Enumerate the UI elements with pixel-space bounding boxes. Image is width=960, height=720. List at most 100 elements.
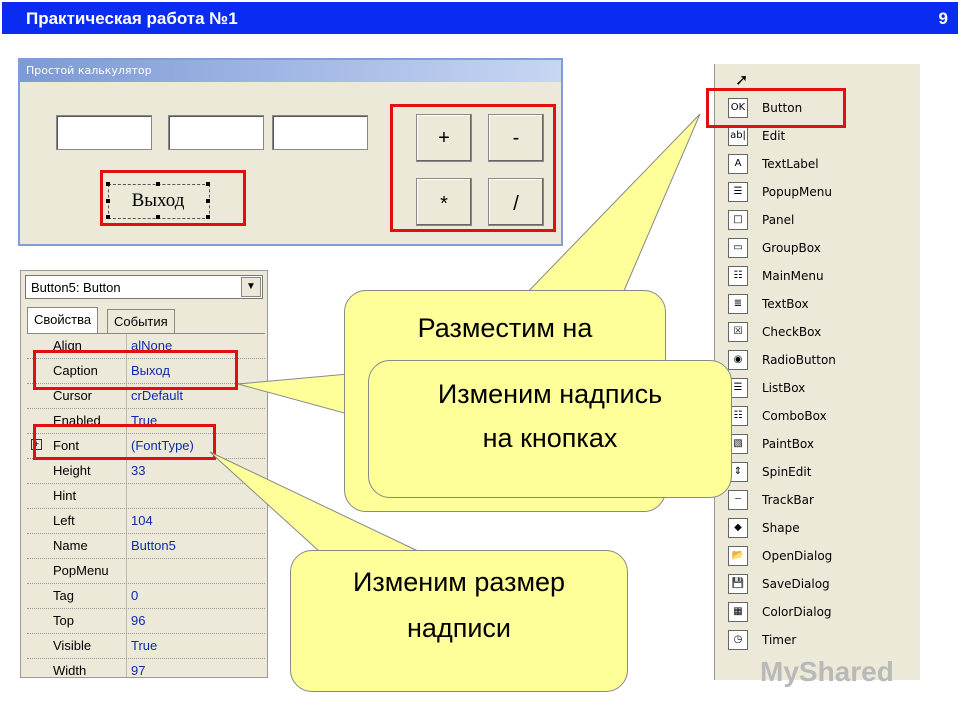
radio-button-icon: ◉ (728, 350, 748, 370)
slide-header: Практическая работа №1 9 (2, 2, 958, 34)
pointer-icon[interactable]: ➚ (735, 72, 749, 89)
property-value: Button5 (131, 538, 176, 553)
window-titlebar[interactable]: Простой калькулятор (20, 60, 561, 82)
resize-handle[interactable] (206, 199, 210, 203)
palette-item-label: SpinEdit (762, 465, 812, 479)
result-field[interactable] (272, 115, 368, 150)
property-value: 97 (131, 663, 146, 678)
property-name: Width (53, 663, 87, 678)
resize-handle[interactable] (206, 215, 210, 219)
property-value: (FontType) (131, 438, 194, 453)
palette-item-label: PaintBox (762, 437, 815, 451)
chevron-down-icon[interactable]: ▼ (241, 277, 261, 297)
tab-events[interactable]: События (107, 309, 175, 333)
property-value: 104 (131, 513, 153, 528)
exit-button-highlight (100, 170, 246, 226)
property-name: Left (53, 513, 75, 528)
plus-button[interactable]: + (416, 114, 472, 162)
property-row[interactable]: Hint (27, 484, 265, 509)
calculator-window: Простой калькулятор Выход + - * / (18, 58, 563, 246)
property-name: Visible (53, 638, 92, 653)
property-name: Caption (53, 363, 98, 378)
property-value: Выход (131, 363, 170, 378)
property-row[interactable]: Cursor crDefault (27, 384, 265, 409)
tab-properties[interactable]: Свойства (27, 307, 99, 333)
exit-button[interactable]: Выход (110, 184, 206, 218)
palette-item-label: Panel (762, 213, 795, 227)
button-component-highlight (706, 88, 846, 128)
property-row[interactable]: Tag 0 (27, 584, 265, 609)
property-row[interactable]: Left 104 (27, 509, 265, 534)
palette-item-label: RadioButton (762, 353, 836, 367)
text-box-icon: ≣ (728, 294, 748, 314)
component-selector-value: Button5: Button (31, 280, 121, 295)
popup-menu-icon: ☰ (728, 182, 748, 202)
property-name: PopMenu (53, 563, 109, 578)
callout-size-line1: Изменим размер (352, 567, 566, 597)
property-name: Tag (53, 588, 74, 603)
palette-item-label: Timer (762, 633, 797, 647)
track-bar-icon: ┄ (728, 490, 748, 510)
callout-size-line2: надписи (407, 613, 511, 643)
palette-item-label: ComboBox (762, 409, 827, 423)
resize-handle[interactable] (156, 215, 160, 219)
resize-handle[interactable] (156, 182, 160, 186)
save-dialog-icon: 💾 (728, 574, 748, 594)
resize-handle[interactable] (106, 182, 110, 186)
shape-icon: ◆ (728, 518, 748, 538)
caption-property-highlight (33, 350, 238, 390)
edit-icon: ab| (728, 126, 748, 146)
resize-handle[interactable] (106, 199, 110, 203)
operation-buttons-highlight (390, 104, 556, 232)
resize-handle[interactable] (206, 182, 210, 186)
property-value: alNone (131, 338, 173, 353)
watermark: MyShared (760, 656, 894, 687)
palette-item-label: Shape (762, 521, 800, 535)
window-title: Простой калькулятор (26, 64, 152, 77)
callout-caption-line1: Изменим надпись (437, 379, 663, 409)
component-selector[interactable]: Button5: Button ▼ (25, 275, 263, 299)
palette-item-label: GroupBox (762, 241, 821, 255)
ok-button-icon: OK (728, 98, 748, 118)
expand-icon[interactable]: + (31, 439, 42, 450)
open-dialog-icon: 📂 (728, 546, 748, 566)
page-number: 9 (938, 9, 948, 28)
palette-item-label: PopupMenu (762, 185, 832, 199)
callout-size: Изменим размер надписи (290, 550, 628, 692)
palette-item-label: TextLabel (762, 157, 819, 171)
property-row[interactable]: Caption Выход (27, 359, 265, 384)
property-name: Cursor (53, 388, 93, 403)
property-value: 96 (131, 613, 146, 628)
property-row[interactable]: PopMenu (27, 559, 265, 584)
callout-caption-line2: на кнопках (482, 423, 618, 453)
palette-item-label: SaveDialog (762, 577, 830, 591)
resize-handle[interactable] (106, 215, 110, 219)
operand2-field[interactable] (168, 115, 264, 150)
palette-item-label: Edit (762, 129, 786, 143)
text-label-icon: A (728, 154, 748, 174)
palette-item-label: ListBox (762, 381, 806, 395)
object-inspector: Button5: Button ▼ Свойства События Align… (20, 270, 268, 678)
property-value: 0 (131, 588, 139, 603)
palette-item-label: ColorDialog (762, 605, 832, 619)
operand1-field[interactable] (56, 115, 152, 150)
palette-item-label: TextBox (762, 297, 809, 311)
font-property-highlight (33, 424, 216, 460)
panel-icon: □ (728, 210, 748, 230)
property-name: Hint (53, 488, 77, 503)
main-menu-icon: ☷ (728, 266, 748, 286)
palette-item-label: MainMenu (762, 269, 824, 283)
property-row[interactable]: Width 97 (27, 659, 265, 678)
callout-place-text: Разместим на (417, 313, 593, 343)
property-value: crDefault (131, 388, 184, 403)
property-value: 33 (131, 463, 146, 478)
timer-icon: ◷ (728, 630, 748, 650)
palette-item-label: CheckBox (762, 325, 822, 339)
multiply-button[interactable]: * (416, 178, 472, 226)
check-box-icon: ☒ (728, 322, 748, 342)
